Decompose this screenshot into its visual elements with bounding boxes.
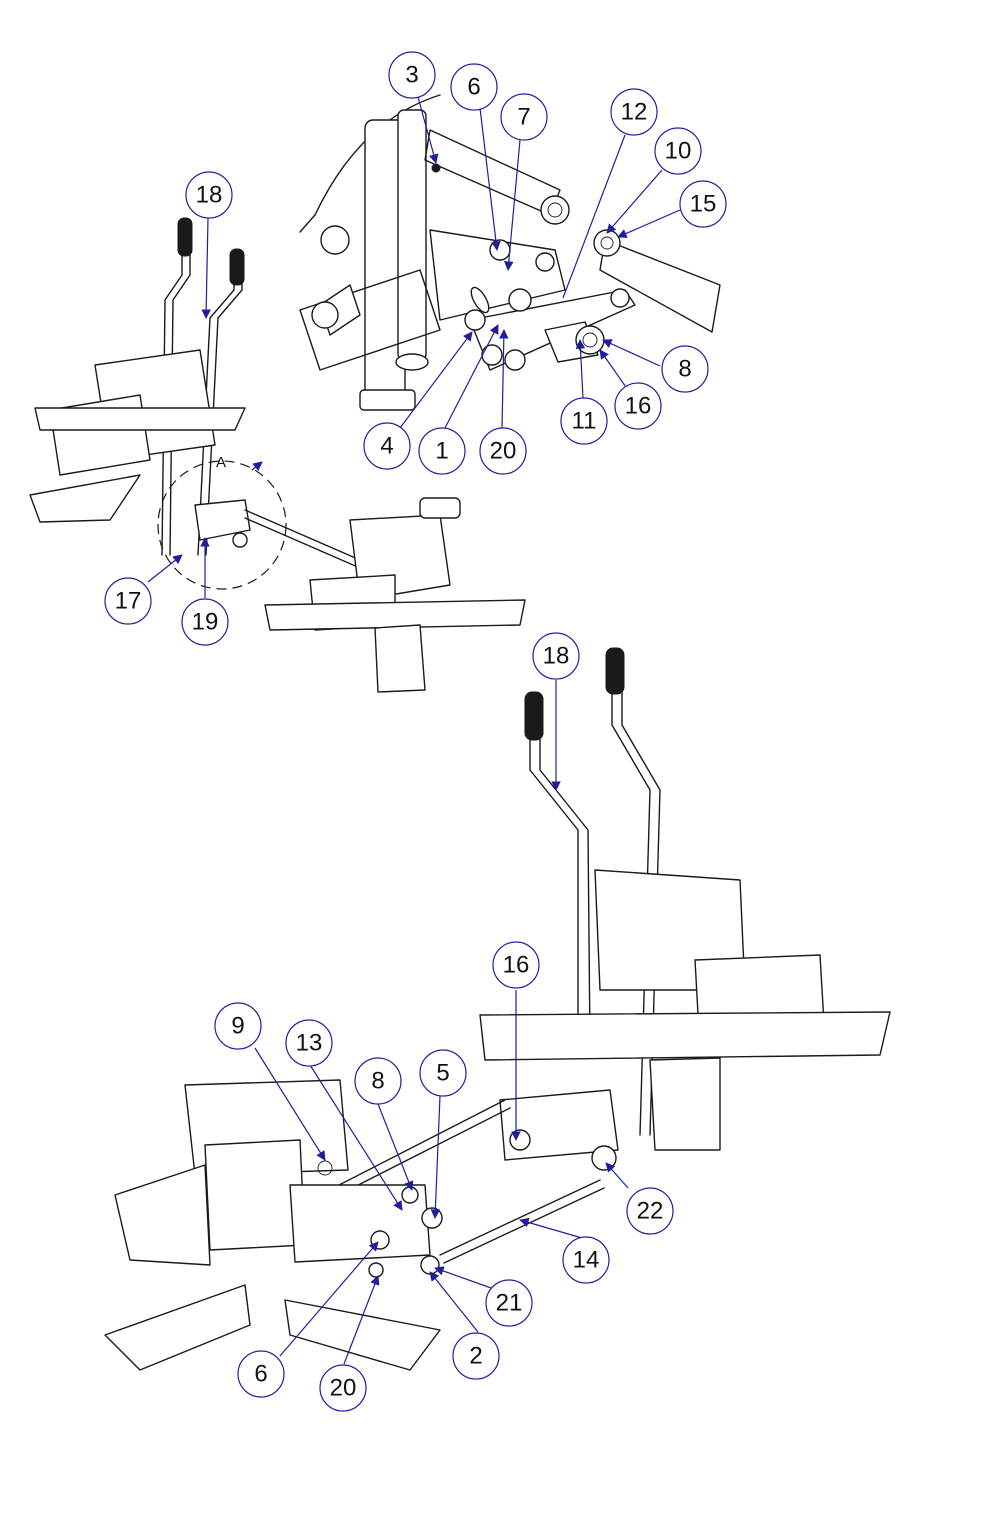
callout-1: 1: [418, 427, 466, 475]
svg-text:16: 16: [625, 393, 652, 420]
svg-text:21: 21: [496, 1290, 523, 1317]
svg-text:8: 8: [371, 1068, 384, 1095]
svg-text:22: 22: [637, 1198, 664, 1225]
svg-text:12: 12: [621, 99, 648, 126]
svg-text:16: 16: [503, 952, 530, 979]
svg-text:14: 14: [573, 1247, 600, 1274]
callout-9: 9: [214, 1002, 262, 1050]
svg-text:11: 11: [572, 408, 597, 435]
callout-2: 2: [452, 1332, 500, 1380]
svg-text:2: 2: [469, 1343, 482, 1370]
leader-lines: [147, 96, 681, 1365]
callout-13: 13: [285, 1019, 333, 1067]
callout-12: 12: [610, 88, 658, 136]
main-view-assembly: [104, 647, 891, 1371]
callout-14: 14: [562, 1236, 610, 1284]
callout-8-top: 8: [661, 345, 709, 393]
callout-18-left: 18: [185, 171, 233, 219]
svg-text:1: 1: [435, 438, 448, 465]
callout-16-main: 16: [492, 941, 540, 989]
svg-text:18: 18: [196, 182, 223, 209]
svg-text:10: 10: [665, 138, 692, 165]
callout-20-top: 20: [479, 427, 527, 475]
callout-20-main: 20: [319, 1364, 367, 1412]
callout-10: 10: [654, 127, 702, 175]
callouts: 3 6 7 12 10 15 8 16 11 4 1 20 18 17 19 1…: [104, 51, 727, 1412]
callout-19: 19: [181, 598, 229, 646]
callout-18-main: 18: [532, 632, 580, 680]
callout-6-main: 6: [237, 1350, 285, 1398]
svg-text:3: 3: [405, 62, 418, 89]
svg-text:18: 18: [543, 643, 570, 670]
callout-11: 11: [560, 397, 608, 445]
callout-7: 7: [500, 93, 548, 141]
callout-4: 4: [363, 422, 411, 470]
callout-22: 22: [626, 1187, 674, 1235]
svg-text:15: 15: [690, 191, 717, 218]
callout-21: 21: [485, 1279, 533, 1327]
callout-15: 15: [679, 180, 727, 228]
callout-16-top: 16: [614, 382, 662, 430]
svg-text:20: 20: [330, 1375, 357, 1402]
svg-text:6: 6: [467, 74, 480, 101]
svg-text:9: 9: [231, 1013, 244, 1040]
svg-text:5: 5: [436, 1060, 449, 1087]
callout-17: 17: [104, 577, 152, 625]
svg-text:8: 8: [678, 356, 691, 383]
detail-view-label: A: [216, 454, 226, 471]
svg-text:13: 13: [296, 1030, 323, 1057]
svg-text:6: 6: [254, 1361, 267, 1388]
svg-text:20: 20: [490, 438, 517, 465]
callout-6-top: 6: [450, 63, 498, 111]
detail-view-a: [299, 94, 721, 411]
left-view-assembly: A: [29, 217, 526, 693]
callout-8-main: 8: [354, 1057, 402, 1105]
svg-text:19: 19: [192, 609, 219, 636]
callout-3: 3: [388, 51, 436, 99]
svg-text:7: 7: [517, 104, 530, 131]
svg-text:17: 17: [115, 588, 142, 615]
svg-text:4: 4: [380, 433, 393, 460]
callout-5: 5: [419, 1049, 467, 1097]
